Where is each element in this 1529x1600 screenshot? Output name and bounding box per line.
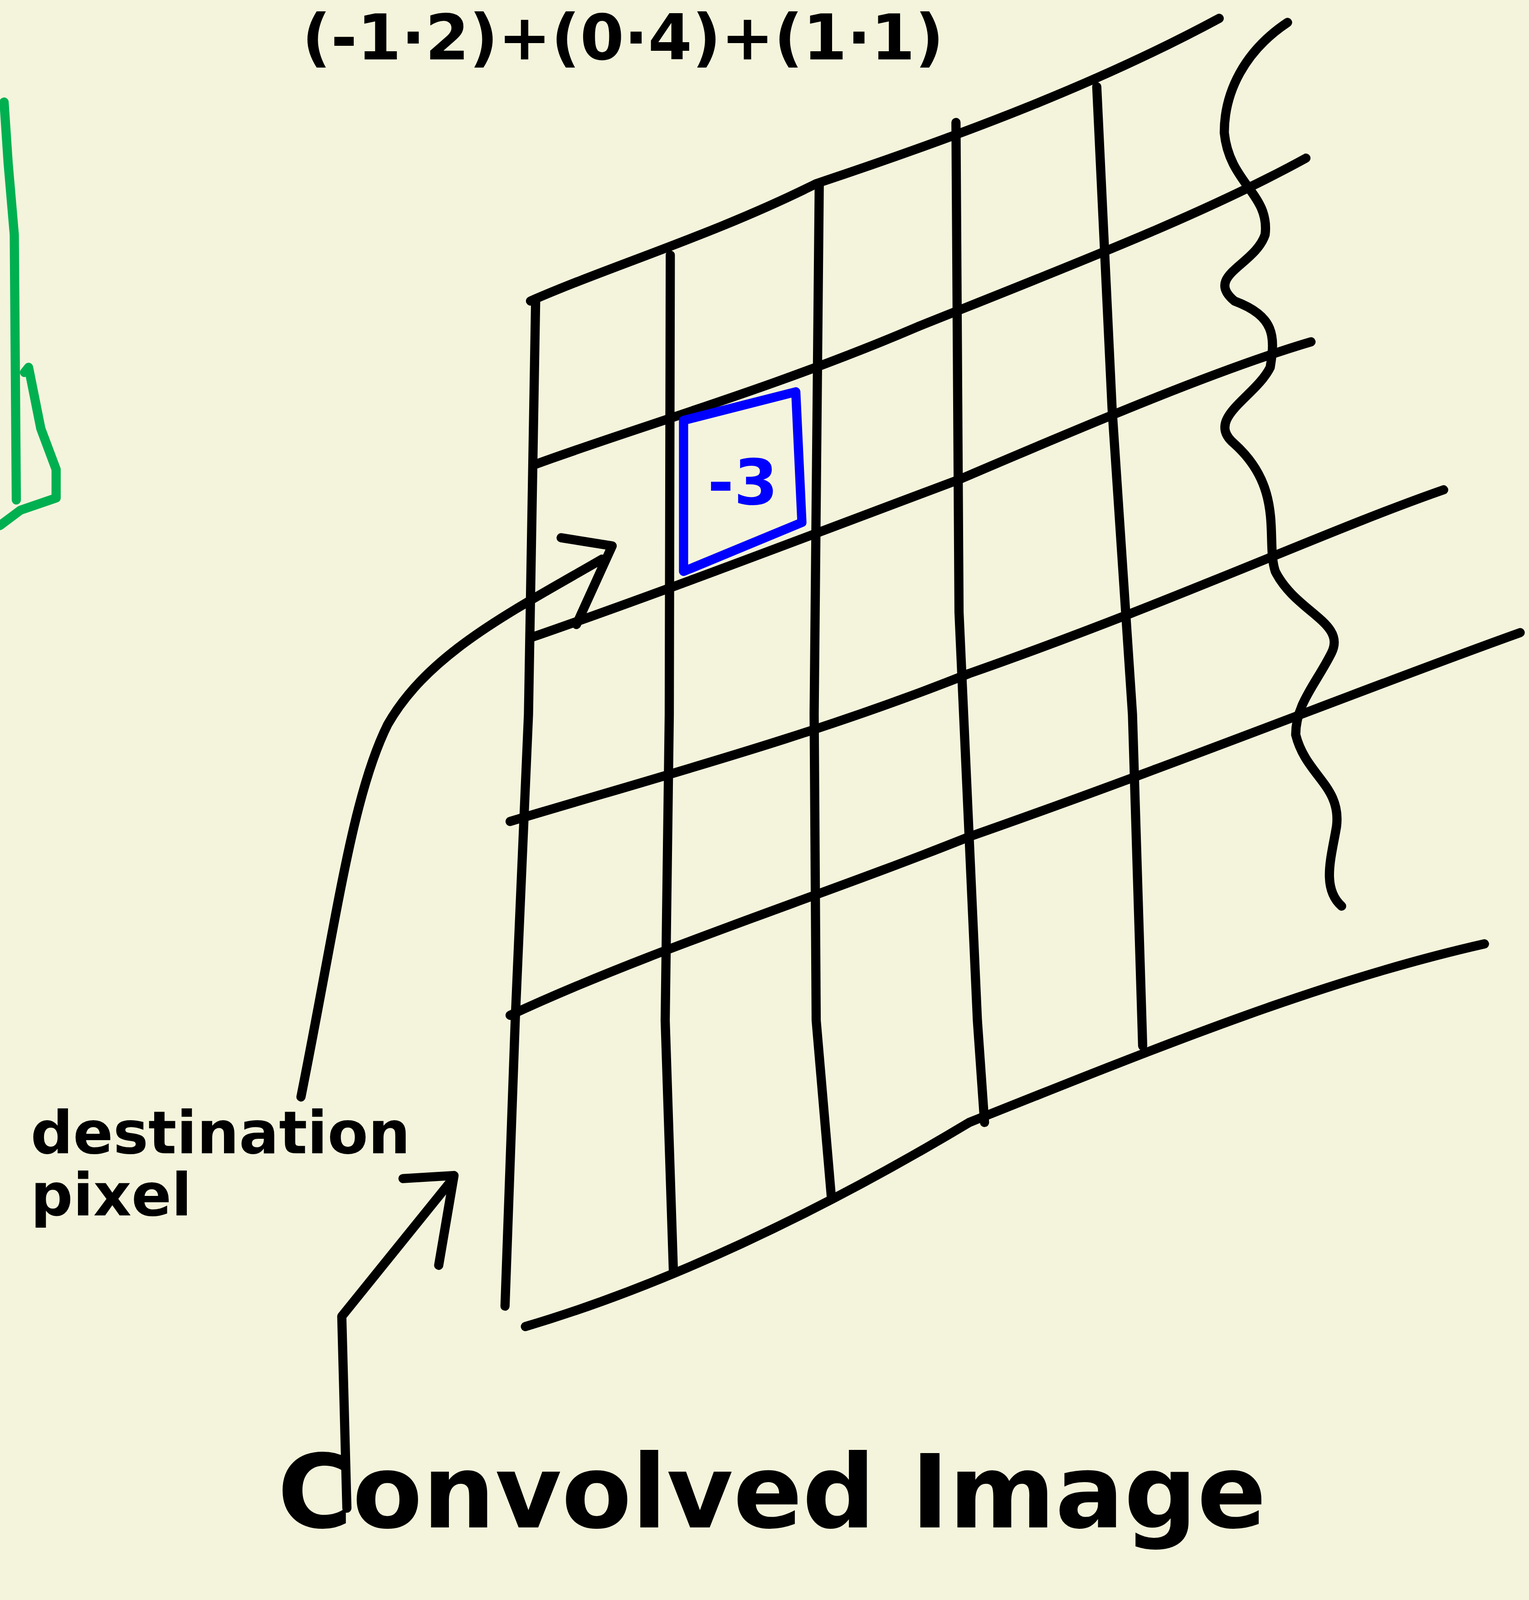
callout-label: destination pixel [30,1101,368,1227]
pixel-outline-shape [683,391,803,572]
grid-line [814,183,832,1199]
grid-line [530,341,1311,638]
grid-line [535,158,1306,465]
pixel-box: -3 [681,389,804,574]
torn-edge [1224,22,1342,907]
arrow-head [561,537,613,625]
grid-line [665,255,674,1271]
pixel-value: -3 [707,444,779,519]
grid-line [955,122,985,1123]
formula-note: (-1·2)+(0·4)+(1·1) [301,4,945,71]
grid-line [505,301,536,1306]
green-mark [4,102,17,501]
arrow-head [403,1175,455,1266]
leader-arrow [301,559,603,1097]
green-mark [0,367,57,526]
grid-line [1096,86,1143,1046]
caption-label: Convolved Image [277,1438,1267,1546]
grid-line [510,489,1444,822]
